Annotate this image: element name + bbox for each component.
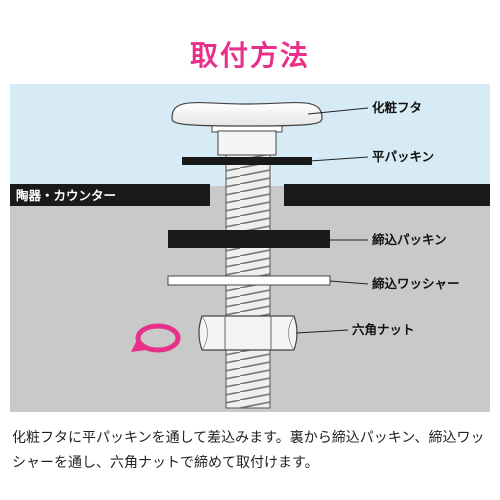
- flat-packing: [182, 157, 312, 165]
- label-cap: 化粧フタ: [372, 100, 422, 115]
- label-flat-packing: 平パッキン: [372, 149, 434, 164]
- label-counter: 陶器・カウンター: [16, 188, 116, 203]
- rotate-arrow-icon: [131, 323, 181, 353]
- decorative-cap: [171, 101, 323, 127]
- hex-nut: [198, 315, 298, 351]
- label-hex-nut: 六角ナット: [352, 322, 415, 337]
- leader-lines: [295, 107, 369, 334]
- bolt-shoulder: [217, 130, 277, 156]
- tightening-washer: [167, 275, 331, 286]
- tightening-packing: [168, 230, 330, 248]
- label-tightening-packing: 締込パッキン: [372, 232, 447, 247]
- page-title: 取付方法: [189, 39, 310, 72]
- counter-slab-left: [10, 184, 210, 206]
- instruction-text: 化粧フタに平パッキンを通して差込みます。裏から締込パッキン、締込ワッシャーを通し…: [12, 430, 485, 471]
- counter-slab-right: [284, 184, 490, 206]
- label-tightening-washer: 締込ワッシャー: [372, 276, 460, 291]
